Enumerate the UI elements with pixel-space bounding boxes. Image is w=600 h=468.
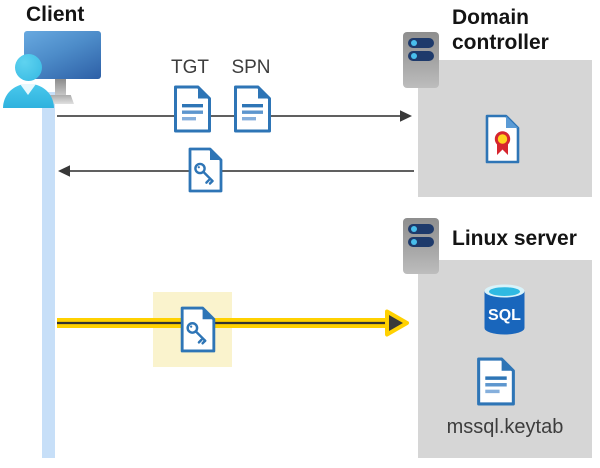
server-led-bar bbox=[408, 237, 434, 247]
sql-icon-label: SQL bbox=[488, 307, 521, 324]
user-collar bbox=[20, 84, 36, 95]
linux-server-icon bbox=[403, 218, 439, 274]
linux-server-title: Linux server bbox=[452, 227, 577, 250]
service-ticket-key-document-icon bbox=[188, 147, 223, 193]
arrow-client-to-linux-highlighted bbox=[57, 309, 409, 337]
client-lifeline bbox=[42, 92, 55, 458]
sql-database-icon: SQL bbox=[484, 284, 525, 335]
tgt-label: TGT bbox=[171, 57, 209, 78]
user-icon bbox=[15, 54, 42, 81]
keytab-document-icon bbox=[477, 357, 515, 406]
monitor-stand bbox=[55, 79, 66, 96]
certificate-icon bbox=[485, 114, 520, 164]
spn-document-icon bbox=[234, 85, 271, 133]
monitor-stand-base bbox=[47, 95, 74, 104]
server-led-bar bbox=[408, 38, 434, 48]
spn-label: SPN bbox=[231, 57, 271, 78]
arrow-dc-to-client bbox=[58, 165, 414, 177]
domain-controller-server-icon bbox=[403, 32, 439, 88]
highlighted-key-document-icon bbox=[180, 306, 216, 353]
domain-controller-title: Domain controller bbox=[452, 6, 549, 54]
tgt-document-icon bbox=[174, 85, 211, 133]
keytab-filename: mssql.keytab bbox=[446, 416, 564, 438]
server-led-bar bbox=[408, 224, 434, 234]
arrow-client-to-dc bbox=[57, 110, 412, 122]
server-led-bar bbox=[408, 51, 434, 61]
client-title: Client bbox=[26, 3, 85, 26]
